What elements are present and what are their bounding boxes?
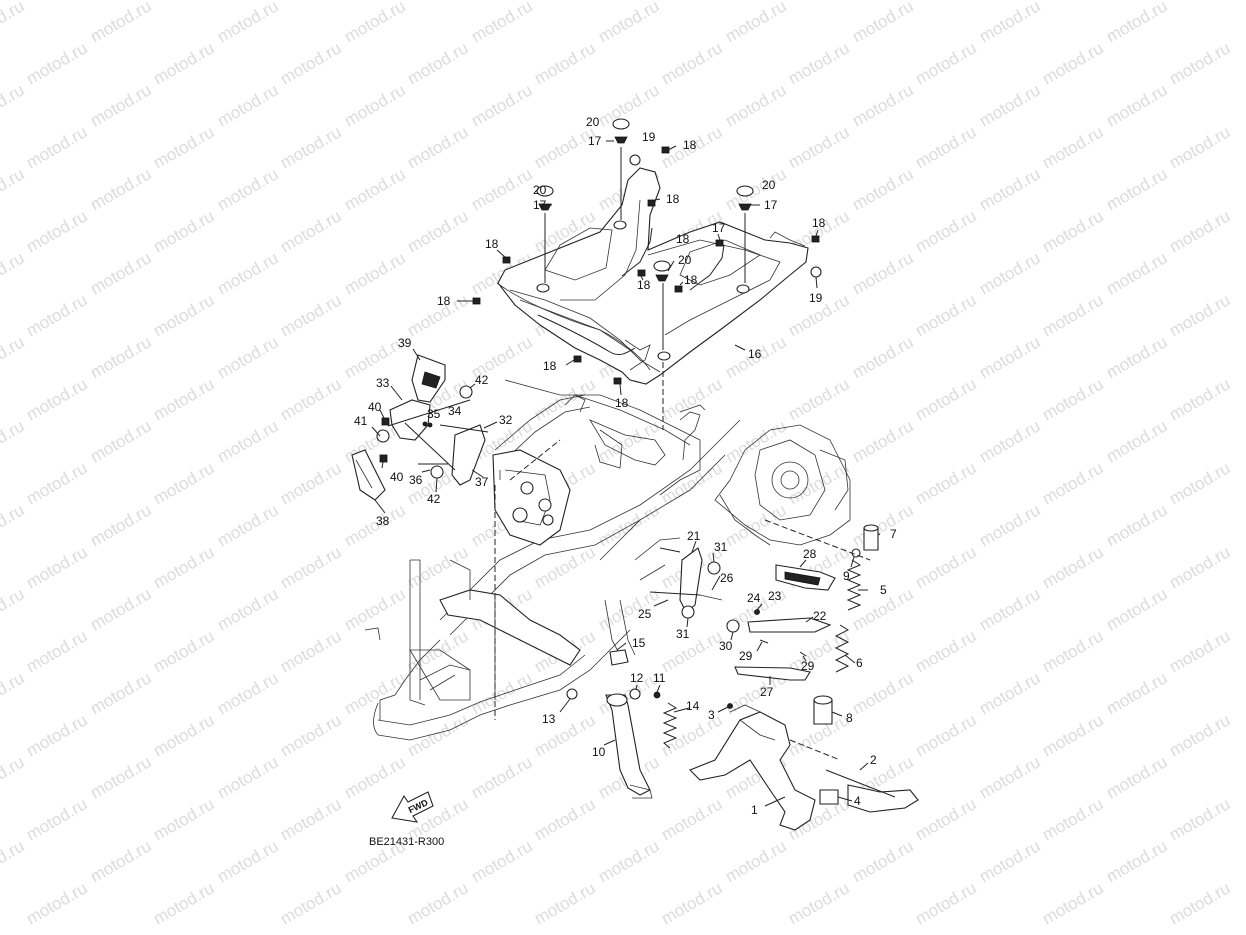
- callout-27: 27: [760, 685, 774, 699]
- callout-18: 18: [684, 273, 698, 287]
- callout-5: 5: [880, 583, 887, 597]
- callout-17: 20: [678, 253, 692, 267]
- callout-17: 17: [588, 134, 602, 148]
- callout-15: 15: [632, 636, 646, 650]
- callout-40: 40: [390, 470, 404, 484]
- callout-17: 17: [533, 198, 547, 212]
- callout-20: 20: [586, 115, 600, 129]
- stand-bracket: [649, 547, 723, 619]
- footrest-assembly: [351, 354, 489, 501]
- callout-19: 19: [642, 130, 656, 144]
- engine-case: [714, 424, 851, 546]
- frame: [364, 379, 741, 741]
- callout-28: 28: [803, 547, 817, 561]
- callout-38: 38: [376, 514, 390, 528]
- callout-20: 20: [762, 178, 776, 192]
- callout-11: 11: [653, 671, 666, 685]
- guide-lines: [544, 147, 746, 430]
- callout-1: 1: [751, 803, 758, 817]
- callout-40: 40: [368, 400, 382, 414]
- diagram-code: BE21431-R300: [369, 836, 445, 848]
- callout-18: 18: [615, 396, 629, 410]
- callout-4: 4: [854, 794, 861, 808]
- callout-36: 36: [409, 473, 423, 487]
- callout-21: 21: [687, 529, 701, 543]
- center-stand: [689, 695, 919, 831]
- callout-24: 24: [747, 591, 761, 605]
- callout-8: 8: [846, 711, 853, 725]
- callout-12: 12: [630, 671, 644, 685]
- callout-37: 37: [475, 475, 489, 489]
- callout-34: 34: [448, 404, 462, 418]
- callout-18: 18: [812, 216, 826, 230]
- callout-35: 35: [427, 407, 441, 421]
- leader-lines: [371, 140, 881, 807]
- callout-labels: 20 17 19 18 20 17 18 20 17 18 18 20 17 1…: [354, 115, 897, 817]
- callout-29: 29: [801, 659, 815, 673]
- side-stand: [566, 649, 678, 799]
- callout-20: 18: [676, 232, 690, 246]
- floor-panel-16: [496, 167, 809, 385]
- callout-14: 14: [686, 699, 700, 713]
- callout-19: 19: [809, 291, 823, 305]
- callout-20: 20: [533, 183, 547, 197]
- callout-18: 18: [543, 359, 557, 373]
- callout-13: 13: [542, 712, 556, 726]
- callout-18: 18: [683, 138, 697, 152]
- callout-17: 17: [764, 198, 778, 212]
- callout-18: 18: [666, 192, 680, 206]
- stand-covers-and-springs: [726, 519, 879, 681]
- callout-18: 17: [712, 221, 726, 235]
- callout-18: 18: [637, 278, 651, 292]
- callout-9: 9: [843, 569, 850, 583]
- callout-29: 29: [739, 649, 753, 663]
- callout-10: 10: [592, 745, 606, 759]
- callout-32: 32: [499, 413, 513, 427]
- callout-18: 18: [437, 294, 451, 308]
- callout-42: 42: [427, 492, 441, 506]
- callout-3: 3: [708, 708, 715, 722]
- callout-23: 23: [768, 589, 782, 603]
- callout-41: 41: [354, 414, 368, 428]
- callout-39: 39: [398, 336, 412, 350]
- callout-33: 33: [376, 376, 390, 390]
- callout-31: 31: [714, 540, 728, 554]
- callout-18: 18: [485, 237, 499, 251]
- callout-31: 31: [676, 627, 690, 641]
- callout-7: 7: [890, 527, 897, 541]
- callout-26: 26: [720, 571, 734, 585]
- fwd-arrow: FWD: [391, 791, 434, 823]
- callout-16: 16: [748, 347, 762, 361]
- callout-2: 2: [870, 753, 877, 767]
- callout-42: 42: [475, 373, 489, 387]
- callout-6: 6: [856, 656, 863, 670]
- callout-25: 25: [638, 607, 652, 621]
- callout-30: 30: [719, 639, 733, 653]
- callout-22: 22: [813, 609, 827, 623]
